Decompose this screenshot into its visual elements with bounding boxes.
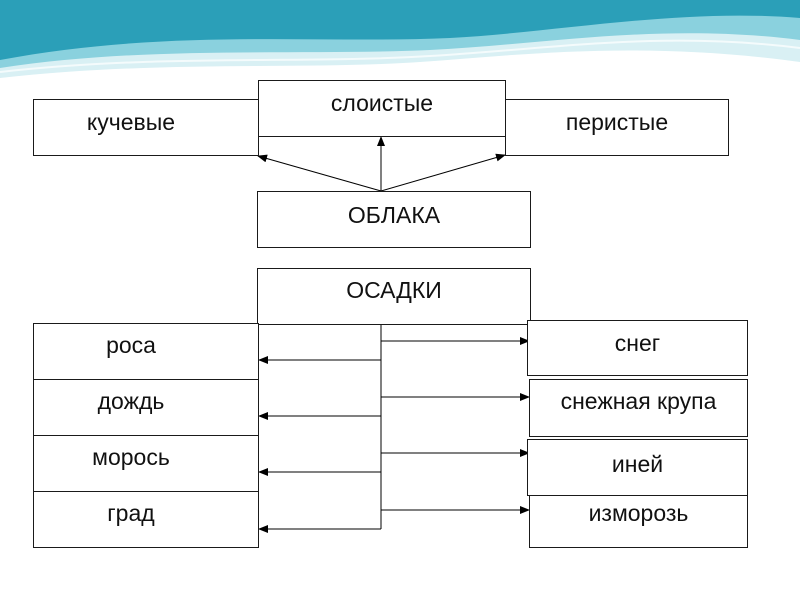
precipitation-root-node: ОСАДКИ [257,268,531,325]
precip-right-label: снег [614,330,661,356]
precip-right-sneg: снег [527,320,748,376]
precip-right-iney: иней [527,439,748,496]
clouds-root-node: ОБЛАКА [257,191,531,248]
precip-left-dozhd: дождь [33,379,259,436]
precip-right-label: иней [611,451,664,477]
precip-left-label: роса [106,332,156,358]
precip-left-rosa: роса [33,323,259,380]
cloud-type-peristye: перистые [505,99,729,156]
precip-left-morosy: морось [33,435,259,492]
wave-highlight [0,39,800,73]
precip-right-label: снежная крупа [560,388,717,414]
precip-left-label: град [107,500,155,526]
precip-right-izmoroz: изморозь [529,491,748,548]
precip-right-snezhnaya-krupa: снежная крупа [529,379,748,437]
cloud-type-label: перистые [565,109,669,135]
arrow-to-kuchevye [257,154,382,192]
clouds-root-label: ОБЛАКА [347,202,441,228]
precip-left-label: морось [92,444,170,470]
header-wave-decoration [0,0,800,78]
arrow-to-peristye [380,153,506,192]
precip-left-label: дождь [97,388,165,414]
wave-dark [0,0,800,60]
cloud-type-sloistye: слоистые [258,80,506,137]
cloud-type-label: слоистые [330,90,434,116]
cloud-type-label: кучевые [86,109,176,135]
precip-left-grad: град [33,491,259,548]
precipitation-root-label: ОСАДКИ [346,277,442,303]
precip-right-label: изморозь [588,500,689,526]
cloud-type-kuchevye: кучевые [33,99,259,156]
